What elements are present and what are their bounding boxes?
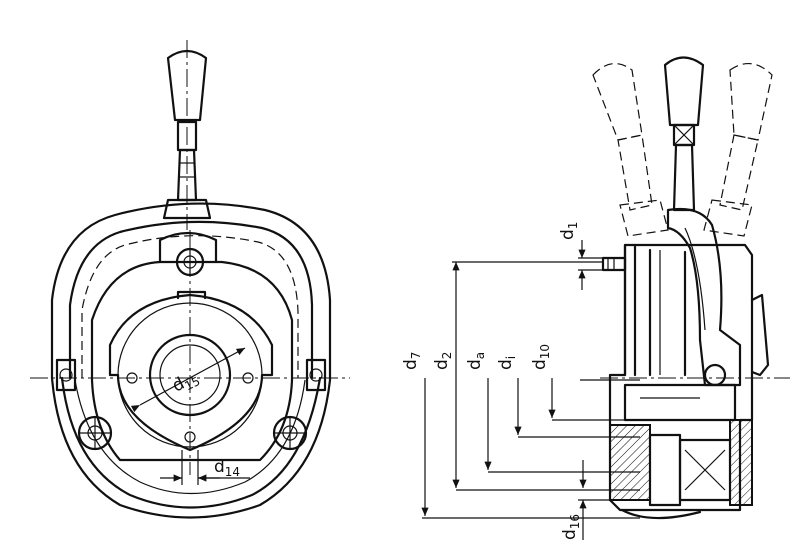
dimension-lines — [421, 240, 640, 540]
top-bolt — [158, 231, 218, 277]
lower-right-bolt — [272, 415, 308, 451]
front-view — [30, 40, 350, 519]
svg-text:d1: d1 — [558, 222, 580, 240]
label-d1: d1 — [558, 222, 580, 240]
lower-left-bolt — [77, 415, 113, 451]
svg-text:d10: d10 — [530, 344, 552, 370]
hub — [108, 290, 274, 452]
svg-text:d7: d7 — [401, 352, 423, 370]
label-di: di — [496, 356, 518, 370]
lever-right-position — [703, 63, 773, 237]
front-lever — [162, 40, 212, 230]
svg-text:di: di — [496, 356, 518, 370]
label-d10: d10 — [530, 344, 552, 370]
svg-text:da: da — [465, 352, 487, 370]
front-housing-outer — [50, 202, 332, 519]
lever-left-position — [592, 63, 669, 237]
label-d14: d14 — [214, 457, 240, 479]
left-pin — [55, 358, 77, 392]
right-pin — [305, 358, 327, 392]
side-view — [421, 56, 790, 540]
label-d2: d2 — [432, 352, 454, 370]
label-d16: d16 — [560, 514, 582, 540]
svg-text:d15: d15 — [169, 367, 202, 398]
label-d15: d15 — [169, 367, 202, 398]
svg-text:d16: d16 — [560, 514, 582, 540]
front-housing-inner — [68, 220, 314, 380]
side-housing — [608, 243, 754, 512]
lever-center — [663, 56, 742, 387]
svg-text:d14: d14 — [214, 457, 240, 479]
label-d7: d7 — [401, 352, 423, 370]
svg-text:d2: d2 — [432, 352, 454, 370]
label-da: da — [465, 352, 487, 370]
front-housing-bottom — [60, 376, 322, 509]
